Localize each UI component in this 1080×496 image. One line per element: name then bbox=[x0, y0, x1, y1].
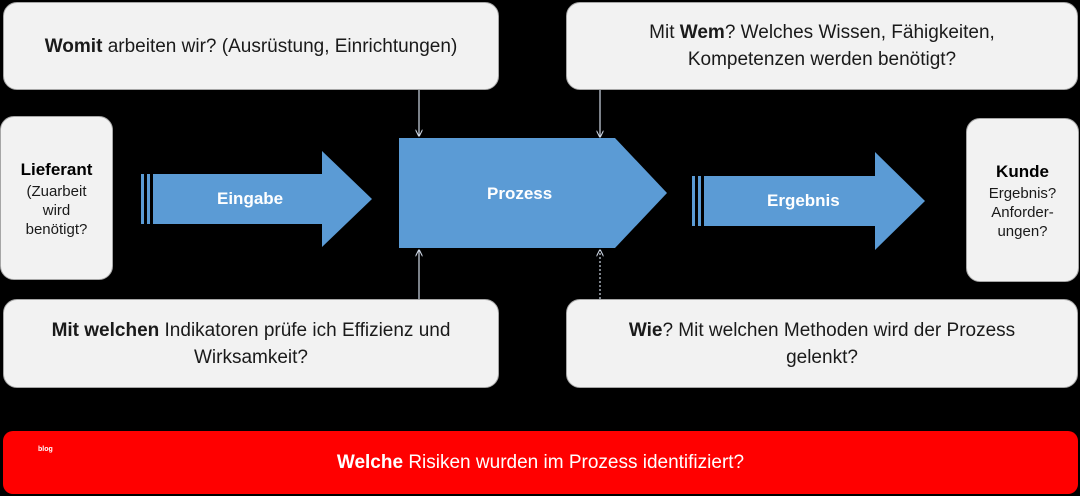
risk-question-bar: Welche Risiken wurden im Prozess identif… bbox=[3, 431, 1078, 494]
competence-bold: Wem bbox=[679, 22, 725, 43]
risk-bold: Welche bbox=[336, 451, 404, 473]
competence-question-text: Mit Wem? Welches Wissen, Fähigkeiten, Ko… bbox=[649, 19, 995, 73]
equipment-question-rest: arbeiten wir? (Ausrüstung, Einrichtungen… bbox=[102, 35, 458, 57]
method-bold: Wie bbox=[628, 319, 663, 341]
customer-line2: Anforder- bbox=[991, 203, 1054, 221]
method-line2: gelenkt? bbox=[786, 346, 858, 368]
process-label: Prozess bbox=[487, 184, 553, 203]
customer-box: Kunde Ergebnis? Anforder- ungen? bbox=[966, 118, 1079, 282]
process-shape bbox=[399, 138, 667, 248]
supplier-line2: wird bbox=[42, 201, 71, 219]
competence-question-box: Mit Wem? Welches Wissen, Fähigkeiten, Ko… bbox=[566, 2, 1078, 90]
customer-line3: ungen? bbox=[997, 222, 1048, 240]
indicator-line2: Wirksamkeit? bbox=[193, 346, 308, 368]
risk-rest: Risiken wurden im Prozess identifiziert? bbox=[403, 451, 745, 473]
indicator-line1-rest: Indikatoren prüfe ich Effizienz und bbox=[159, 319, 451, 341]
equipment-question-box: Womit arbeiten wir? (Ausrüstung, Einrich… bbox=[3, 2, 499, 90]
competence-line1-rest: ? Welches Wissen, Fähigkeiten, bbox=[724, 22, 995, 43]
supplier-line1: (Zuarbeit bbox=[26, 182, 87, 200]
input-label: Eingabe bbox=[217, 189, 284, 208]
output-label: Ergebnis bbox=[767, 191, 840, 210]
competence-line2: Kompetenzen werden benötigt? bbox=[687, 49, 957, 70]
input-arrow bbox=[141, 151, 372, 247]
indicator-bold: Mit welchen bbox=[51, 319, 160, 341]
supplier-title: Lieferant bbox=[20, 159, 93, 179]
indicator-question-box: Mit welchen Indikatoren prüfe ich Effizi… bbox=[3, 299, 499, 388]
equipment-question-text: Womit arbeiten wir? (Ausrüstung, Einrich… bbox=[45, 33, 458, 60]
customer-line1: Ergebnis? bbox=[988, 184, 1057, 202]
output-arrow bbox=[692, 152, 925, 250]
blog-label: blog bbox=[38, 446, 53, 453]
method-line1-rest: ? Mit welchen Methoden wird der Prozess bbox=[662, 319, 1016, 341]
customer-title: Kunde bbox=[996, 161, 1049, 181]
competence-prefix: Mit bbox=[649, 22, 680, 43]
supplier-line3: benötigt? bbox=[25, 220, 88, 238]
supplier-box: Lieferant (Zuarbeit wird benötigt? bbox=[0, 116, 113, 280]
method-question-box: Wie? Mit welchen Methoden wird der Proze… bbox=[566, 299, 1078, 388]
risk-question-text: Welche Risiken wurden im Prozess identif… bbox=[337, 452, 744, 474]
equipment-question-bold: Womit bbox=[44, 35, 103, 57]
